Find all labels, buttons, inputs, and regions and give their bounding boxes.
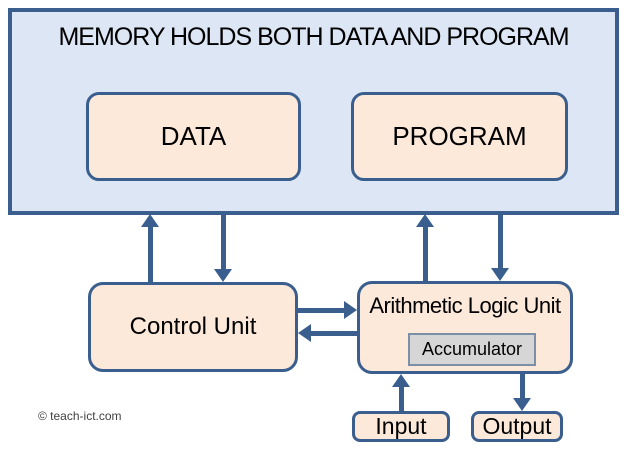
arrow-alu-to-memory (416, 214, 434, 281)
alu-label: Arithmetic Logic Unit (369, 293, 561, 318)
memory-box: MEMORY HOLDS BOTH DATA AND PROGRAM DATA … (8, 8, 619, 215)
arrowhead-right-icon (344, 301, 357, 319)
memory-title: MEMORY HOLDS BOTH DATA AND PROGRAM (58, 23, 569, 51)
arrow-memory-to-control-unit (214, 215, 232, 282)
arrow-control-unit-to-alu (298, 301, 357, 319)
program-box-label: PROGRAM (392, 121, 527, 151)
input-box: Input (352, 411, 450, 442)
alu-box: Arithmetic Logic Unit Accumulator (357, 281, 573, 374)
data-box: DATA (86, 92, 301, 181)
arrowhead-left-icon (298, 324, 311, 342)
arrow-input-to-alu (392, 374, 410, 411)
output-box: Output (471, 411, 563, 442)
arrowhead-up-icon (392, 374, 410, 387)
copyright-text: © teach-ict.com (38, 409, 122, 423)
control-unit-label: Control Unit (129, 313, 257, 340)
arrow-memory-to-alu (491, 215, 509, 281)
arrow-alu-to-control-unit (298, 324, 357, 342)
arrowhead-up-icon (141, 214, 159, 227)
program-box: PROGRAM (351, 92, 568, 181)
arrowhead-down-icon (214, 269, 232, 282)
arrowhead-down-icon (513, 398, 531, 411)
control-unit-box: Control Unit (88, 282, 298, 372)
output-box-label: Output (482, 413, 552, 439)
accumulator-label: Accumulator (421, 339, 523, 359)
arrow-control-unit-to-memory (141, 214, 159, 282)
arrow-alu-to-output (513, 374, 531, 411)
arrowhead-down-icon (491, 268, 509, 281)
arrowhead-up-icon (416, 214, 434, 227)
data-box-label: DATA (160, 121, 227, 151)
input-box-label: Input (375, 413, 427, 439)
accumulator-box: Accumulator (408, 333, 536, 366)
